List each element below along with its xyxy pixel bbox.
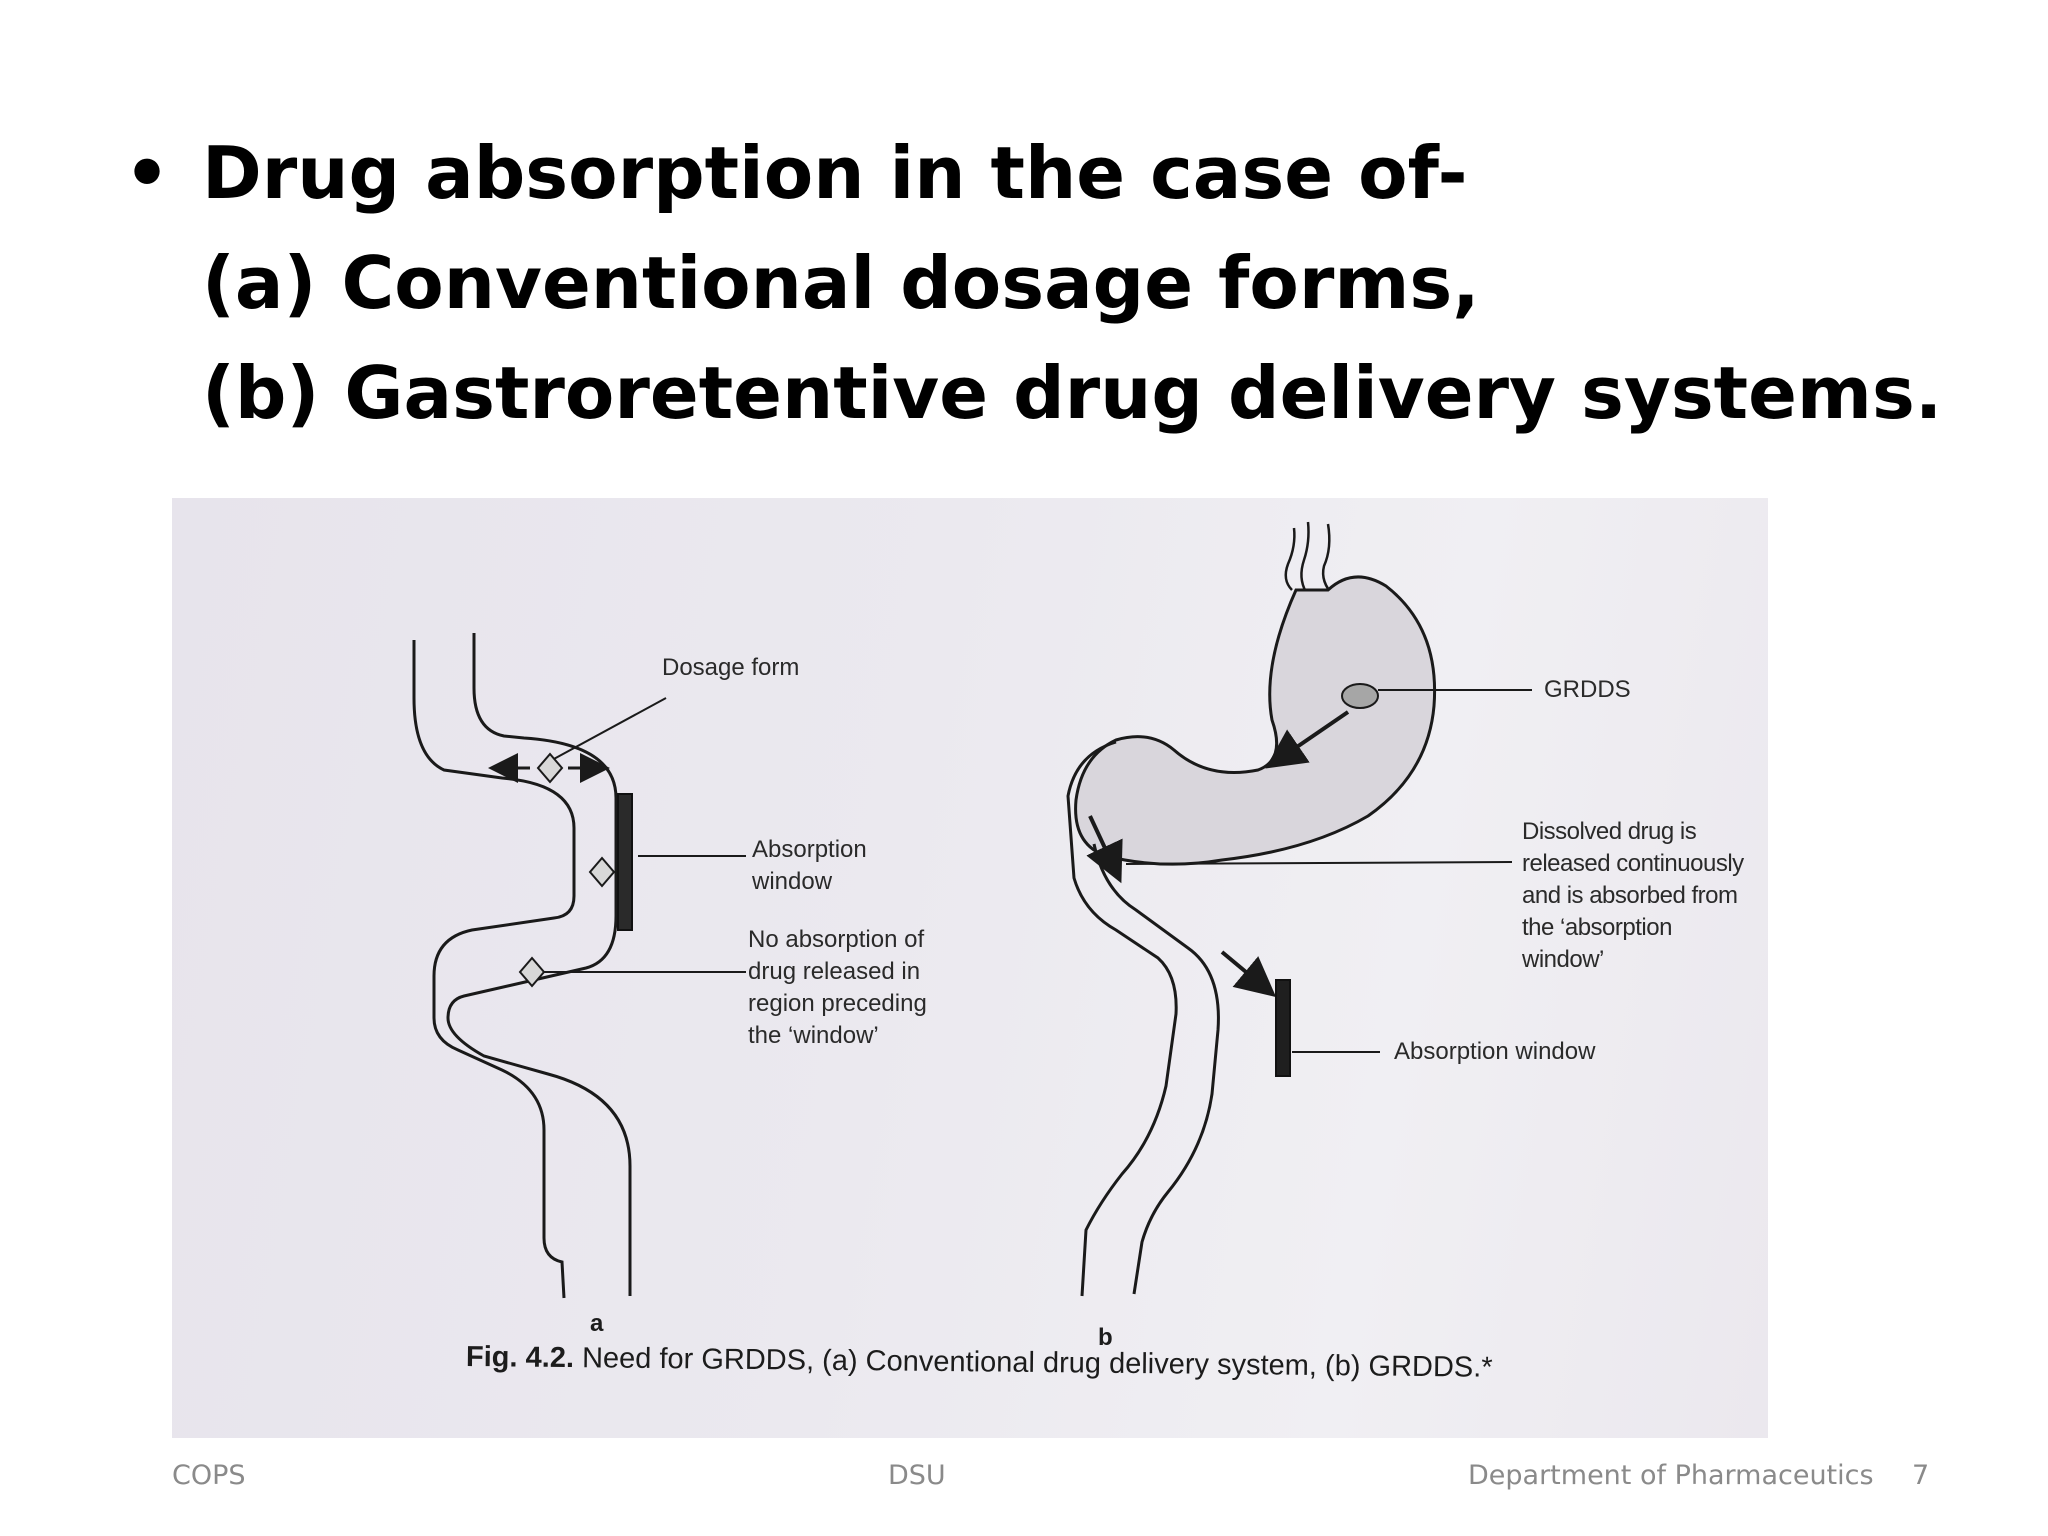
title-line-3: (b) Gastroretentive drug delivery system… bbox=[202, 351, 1943, 435]
label-no-absorption: No absorption of drug released in region… bbox=[748, 924, 927, 1052]
absorption-window-bar-a bbox=[617, 793, 633, 931]
label-line: window bbox=[752, 868, 833, 895]
label-line: released continuously bbox=[1522, 850, 1744, 877]
page-number: 7 bbox=[1912, 1460, 1930, 1491]
panel-letter-a: a bbox=[590, 1310, 604, 1337]
absorption-window-bar-b bbox=[1275, 979, 1291, 1077]
bullet-icon: • bbox=[124, 131, 171, 215]
label-line: and is absorbed from bbox=[1522, 882, 1738, 909]
label-line: the ‘absorption bbox=[1522, 914, 1672, 941]
title-line-2: (a) Conventional dosage forms, bbox=[202, 241, 1480, 325]
stomach bbox=[1074, 575, 1437, 866]
label-line: the ‘window’ bbox=[748, 1022, 879, 1049]
label-absorption-window-b: Absorption window bbox=[1394, 1038, 1596, 1065]
figure-image: Dosage form Absorption window No absorpt… bbox=[172, 498, 1768, 1438]
label-dosage-form: Dosage form bbox=[662, 654, 800, 681]
label-line: drug released in bbox=[748, 958, 921, 985]
slide-title: • Drug absorption in the case of- (a) Co… bbox=[118, 118, 1943, 448]
grdds-pill bbox=[1341, 683, 1379, 709]
caption-figure-number: Fig. 4.2. bbox=[465, 1341, 575, 1375]
label-dissolved-drug: Dissolved drug is released continuously … bbox=[1522, 816, 1744, 976]
footer-right: Department of Pharmaceutics bbox=[1468, 1460, 1874, 1491]
bullet-item: • Drug absorption in the case of- (a) Co… bbox=[118, 118, 1943, 448]
intestine-outline-b bbox=[1066, 740, 1220, 1297]
label-line: Absorption bbox=[752, 836, 867, 863]
panel-letter-b: b bbox=[1098, 1324, 1113, 1351]
leader-lines-b bbox=[1125, 689, 1532, 1053]
footer-left: COPS bbox=[172, 1460, 246, 1491]
esophagus bbox=[1284, 521, 1335, 597]
label-absorption-window-a: Absorption window bbox=[752, 834, 867, 898]
footer-center: DSU bbox=[888, 1460, 946, 1491]
dosage-form-icons-a bbox=[518, 752, 616, 988]
label-line: region preceding bbox=[748, 990, 927, 1017]
release-arrows-b bbox=[1086, 710, 1350, 998]
leader-lines-a bbox=[540, 697, 746, 973]
label-line: Dissolved drug is bbox=[1522, 818, 1697, 845]
label-line: No absorption of bbox=[748, 926, 925, 953]
label-line: window’ bbox=[1522, 946, 1604, 973]
title-line-1: Drug absorption in the case of- bbox=[202, 131, 1468, 215]
intestine-outline-a bbox=[412, 633, 632, 1299]
figure-diagram bbox=[412, 521, 1532, 1299]
label-grdds: GRDDS bbox=[1544, 676, 1631, 703]
